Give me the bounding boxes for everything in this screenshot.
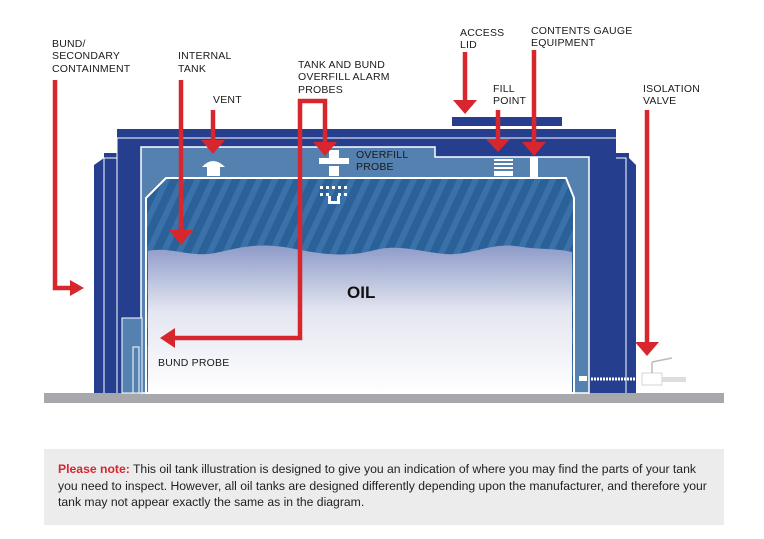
svg-text:CONTAINMENT: CONTAINMENT bbox=[52, 63, 131, 75]
svg-text:VALVE: VALVE bbox=[643, 95, 676, 107]
label-bund: BUND/ SECONDARY CONTAINMENT bbox=[52, 38, 131, 75]
fill-point-icon bbox=[494, 159, 513, 176]
internal-tank bbox=[121, 146, 590, 394]
overfill-probe-icon bbox=[319, 150, 349, 204]
svg-text:EQUIPMENT: EQUIPMENT bbox=[531, 37, 596, 49]
label-overfill-probe: OVERFILL PROBE bbox=[356, 149, 408, 173]
label-access-lid: ACCESS LID bbox=[460, 27, 504, 51]
label-vent: VENT bbox=[213, 94, 242, 106]
arrow-bund bbox=[52, 80, 74, 291]
svg-text:TANK: TANK bbox=[178, 63, 206, 75]
label-fill-point: FILL POINT bbox=[493, 83, 526, 107]
oil-surface bbox=[148, 245, 572, 393]
svg-text:OVERFILL: OVERFILL bbox=[356, 149, 408, 161]
svg-text:INTERNAL: INTERNAL bbox=[178, 50, 232, 62]
ground bbox=[44, 393, 724, 403]
svg-text:BUND/: BUND/ bbox=[52, 38, 86, 50]
svg-text:PROBE: PROBE bbox=[356, 161, 394, 173]
label-oil: OIL bbox=[347, 283, 375, 302]
svg-text:TANK AND BUND: TANK AND BUND bbox=[298, 59, 385, 71]
svg-text:CONTENTS GAUGE: CONTENTS GAUGE bbox=[531, 25, 632, 37]
label-internal-tank: INTERNAL TANK bbox=[178, 50, 232, 75]
label-contents-gauge: CONTENTS GAUGE EQUIPMENT bbox=[531, 25, 632, 49]
svg-text:OVERFILL ALARM: OVERFILL ALARM bbox=[298, 71, 390, 83]
please-note-box: Please note: This oil tank illustration … bbox=[44, 449, 724, 525]
svg-text:SECONDARY: SECONDARY bbox=[52, 50, 120, 62]
arrow-alarm-probes bbox=[172, 98, 328, 341]
callout-arrows bbox=[52, 50, 650, 344]
svg-text:POINT: POINT bbox=[493, 95, 526, 107]
svg-text:LID: LID bbox=[460, 39, 477, 51]
label-alarm-probes: TANK AND BUND OVERFILL ALARM PROBES bbox=[298, 59, 390, 96]
svg-text:PROBES: PROBES bbox=[298, 84, 343, 96]
note-text: This oil tank illustration is designed t… bbox=[58, 462, 707, 509]
svg-text:FILL: FILL bbox=[493, 83, 515, 95]
svg-text:ISOLATION: ISOLATION bbox=[643, 83, 700, 95]
isolation-valve-icon bbox=[579, 357, 686, 386]
svg-text:ACCESS: ACCESS bbox=[460, 27, 504, 39]
label-isolation-valve: ISOLATION VALVE bbox=[643, 83, 700, 107]
note-prefix: Please note: bbox=[58, 462, 130, 476]
vent-icon bbox=[202, 161, 225, 176]
arrowheads bbox=[70, 100, 659, 356]
label-bund-probe: BUND PROBE bbox=[158, 357, 229, 369]
contents-gauge-icon bbox=[530, 157, 538, 177]
